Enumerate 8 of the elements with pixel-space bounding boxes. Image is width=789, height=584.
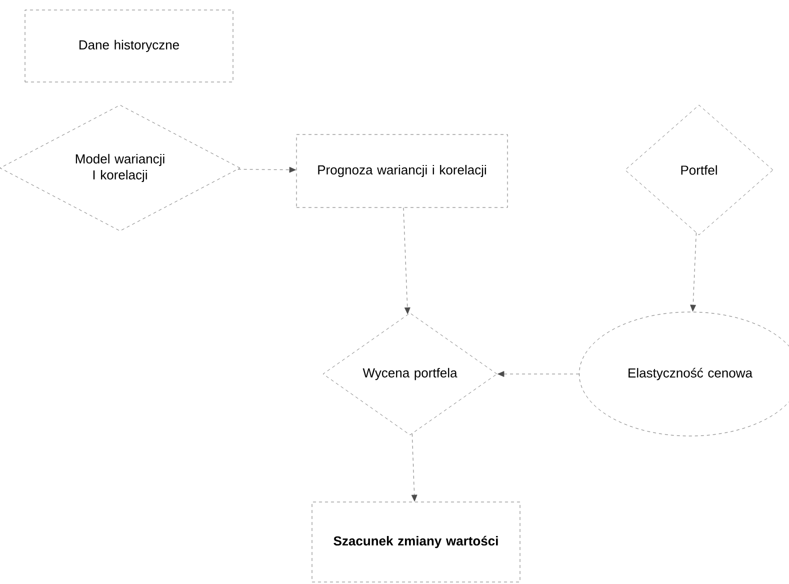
arrow xyxy=(403,208,410,314)
arrow xyxy=(690,232,696,312)
process-box: Prognoza wariancji i korelacji xyxy=(296,134,508,208)
process-box: Dane historyczne xyxy=(24,10,234,82)
arrow xyxy=(498,371,580,377)
arrow xyxy=(238,166,296,173)
arrow xyxy=(411,434,418,502)
process-box: Szacunek zmiany wartości xyxy=(312,502,520,582)
